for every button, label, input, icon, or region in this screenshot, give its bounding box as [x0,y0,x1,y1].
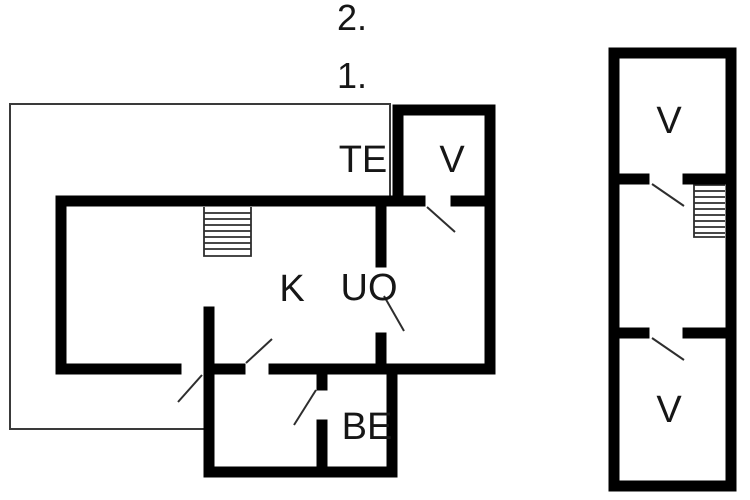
door-swing [651,183,685,207]
staircase-treads [693,179,725,238]
door-swing [426,206,456,233]
interior-walls [608,173,737,339]
room-label-uo: UO [341,267,398,309]
first-floor-plan: TE V K UO BE [9,103,496,478]
staircase-treads [203,207,252,257]
door-swing [383,295,405,332]
room-label-v-lower: V [656,389,682,431]
room-label-v: V [439,139,465,181]
terrace-outline [9,103,391,430]
floor-marker-1: 1. [337,55,367,96]
exterior-walls [55,104,496,478]
door-swing [177,374,203,403]
interior-walls [203,195,398,478]
door-swing [245,338,273,364]
room-label-te: TE [339,139,388,181]
floor-marker-2: 2. [337,0,367,38]
staircase [693,179,725,238]
second-floor-plan: V V [608,47,737,492]
room-label-v-upper: V [656,100,682,142]
exterior-walls [608,47,737,492]
door-swing [293,389,317,426]
staircase [203,207,252,257]
door-swing [651,337,685,361]
room-label-k: K [279,268,304,310]
room-label-be: BE [342,406,393,448]
